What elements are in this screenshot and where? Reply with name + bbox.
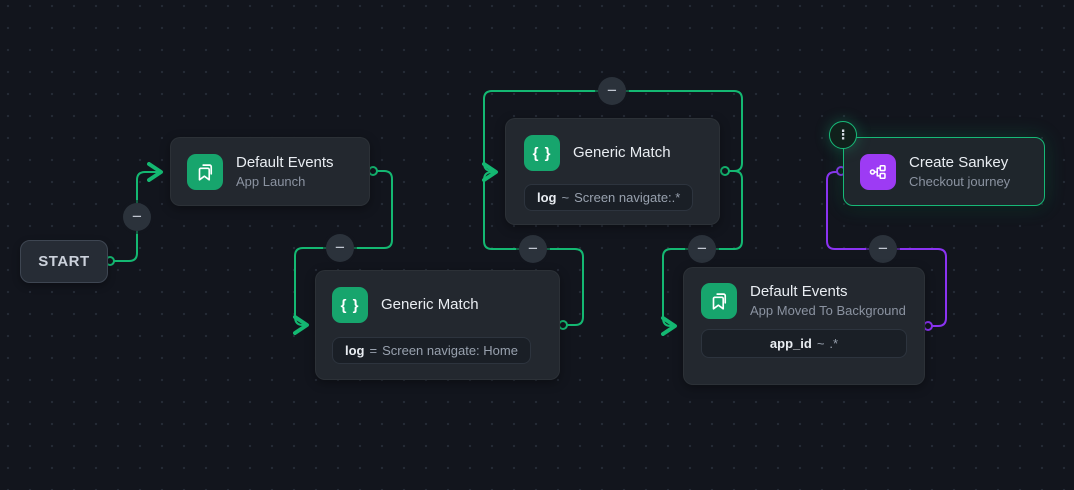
filter-pill[interactable]: log = Screen navigate: Home (332, 337, 531, 364)
start-node-label: START (38, 253, 90, 270)
bookmark-icon (187, 153, 223, 190)
filter-pill[interactable]: log ~ Screen navigate:.* (524, 184, 694, 211)
remove-edge-button-de1-gm2[interactable]: − (326, 234, 354, 262)
node-default-events-app-launch[interactable]: Default Events App Launch (170, 137, 370, 206)
node-title: Default Events (750, 283, 848, 300)
filter-operator: ~ (561, 190, 570, 205)
filter-operator: = (369, 343, 378, 358)
node-generic-match-top[interactable]: { } Generic Match log ~ Screen navigate:… (505, 118, 720, 225)
start-node[interactable]: START (20, 240, 108, 283)
remove-edge-button-gm2-gm1[interactable]: − (519, 235, 547, 263)
node-title: Default Events (236, 154, 334, 171)
node-title: Generic Match (381, 296, 479, 313)
filter-value: Screen navigate:.* (574, 190, 681, 205)
filter-pill[interactable]: app_id ~ .* (701, 329, 907, 358)
node-create-sankey[interactable]: Create Sankey Checkout journey (843, 137, 1045, 206)
node-menu-button[interactable]: ⋮ (829, 121, 857, 149)
braces-icon: { } (332, 287, 368, 323)
node-default-events-background[interactable]: Default Events App Moved To Background a… (683, 267, 925, 385)
bookmark-icon (701, 282, 737, 319)
port-generic-match-bottom-output[interactable] (558, 320, 568, 330)
filter-key: app_id (769, 336, 812, 351)
remove-edge-button-de2-sankey[interactable]: − (869, 235, 897, 263)
node-subtitle: App Moved To Background (750, 303, 906, 318)
port-default-events-2-output[interactable] (923, 321, 933, 331)
port-generic-match-top-output[interactable] (720, 166, 730, 176)
filter-operator: ~ (816, 336, 825, 351)
filter-value: .* (829, 336, 839, 351)
node-title: Create Sankey (909, 154, 1009, 171)
filter-key: log (537, 190, 557, 205)
remove-edge-button-start[interactable]: − (123, 203, 151, 231)
node-generic-match-bottom[interactable]: { } Generic Match log = Screen navigate:… (315, 270, 560, 380)
filter-key: log (345, 343, 365, 358)
remove-edge-button-gm1-loop[interactable]: − (598, 77, 626, 105)
sankey-icon (860, 153, 896, 190)
filter-value: Screen navigate: Home (382, 343, 518, 358)
remove-edge-button-gm1-de2[interactable]: − (688, 235, 716, 263)
node-subtitle: Checkout journey (909, 174, 1011, 189)
braces-icon: { } (524, 135, 560, 171)
node-subtitle: App Launch (236, 174, 306, 189)
port-default-events-1-output[interactable] (368, 166, 378, 176)
node-title: Generic Match (573, 144, 671, 161)
kebab-icon: ⋮ (836, 127, 850, 142)
